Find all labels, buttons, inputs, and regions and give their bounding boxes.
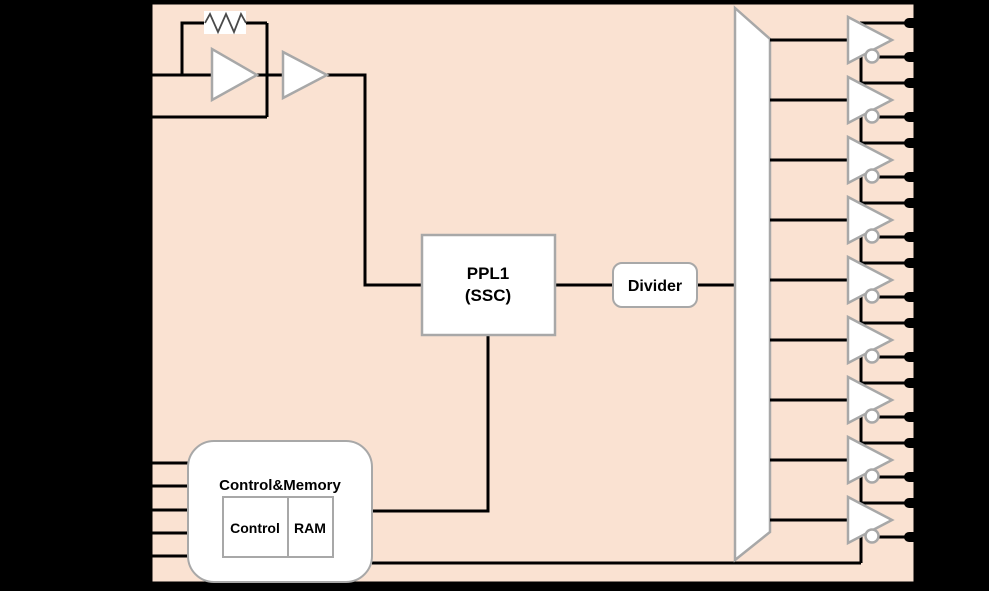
output-drivers xyxy=(770,14,928,563)
output-pin xyxy=(904,438,928,448)
feedback-left-wire xyxy=(180,21,205,75)
output-pin xyxy=(904,472,928,482)
output-pin xyxy=(904,138,928,148)
output-mux-trapezoid xyxy=(733,5,772,563)
divider-label: Divider xyxy=(628,278,682,295)
control-pin-dot xyxy=(143,481,153,491)
output-pin xyxy=(904,352,928,362)
output-driver xyxy=(770,194,928,263)
output-pin xyxy=(904,18,928,28)
divider-box xyxy=(612,262,698,308)
control-pin-dot xyxy=(143,528,153,538)
output-pin xyxy=(904,198,928,208)
osc-amplifier-icon xyxy=(210,46,260,103)
control-pin-dot xyxy=(143,551,153,561)
inversion-bubble-icon xyxy=(864,228,880,244)
control-cell-label: Control xyxy=(230,520,280,536)
pll-to-control-wire xyxy=(372,335,490,513)
output-driver xyxy=(770,434,928,503)
output-pin xyxy=(904,498,928,508)
control-ram-box xyxy=(222,496,334,558)
xtal-pin-dot xyxy=(143,112,153,122)
buffer-amplifier-icon xyxy=(281,49,330,101)
inversion-bubble-icon xyxy=(864,288,880,304)
pll-label-line2: (SSC) xyxy=(465,286,511,305)
output-pin xyxy=(904,412,928,422)
inversion-bubble-icon xyxy=(864,408,880,424)
wires xyxy=(146,21,861,565)
control-memory-title: Control&Memory xyxy=(219,477,341,494)
output-pin xyxy=(904,232,928,242)
xtal-pin-dot xyxy=(143,70,153,80)
output-pin xyxy=(904,112,928,122)
output-pin xyxy=(904,258,928,268)
crystal-oscillator xyxy=(204,11,330,103)
output-pin xyxy=(904,318,928,328)
inversion-bubble-icon xyxy=(864,348,880,364)
output-pin xyxy=(904,52,928,62)
output-pin xyxy=(904,292,928,302)
output-driver xyxy=(770,494,928,563)
output-driver xyxy=(770,14,928,83)
osc-to-pll-wire xyxy=(327,73,422,287)
left-pins xyxy=(143,458,188,561)
resistor-icon xyxy=(204,11,247,35)
control-pin-dot xyxy=(143,505,153,515)
output-pin xyxy=(904,78,928,88)
divider-block: Divider xyxy=(612,262,698,308)
pll-block: PPL1 (SSC) xyxy=(420,233,557,337)
xtal-pins xyxy=(143,70,153,122)
inversion-bubble-icon xyxy=(864,528,880,544)
output-pin xyxy=(904,532,928,542)
output-driver xyxy=(770,74,928,143)
output-driver xyxy=(770,374,928,443)
pll-label-line1: PPL1 xyxy=(467,264,510,283)
output-driver xyxy=(770,314,928,383)
control-pin-dot xyxy=(143,458,153,468)
inversion-bubble-icon xyxy=(864,168,880,184)
output-driver xyxy=(770,134,928,203)
inversion-bubble-icon xyxy=(864,468,880,484)
output-pin xyxy=(904,378,928,388)
inversion-bubble-icon xyxy=(864,48,880,64)
control-memory-block: Control&Memory Control RAM xyxy=(187,440,373,583)
inversion-bubble-icon xyxy=(864,108,880,124)
ram-cell-label: RAM xyxy=(294,520,326,536)
output-pin xyxy=(904,172,928,182)
output-driver xyxy=(770,254,928,323)
pll-box xyxy=(420,233,557,337)
